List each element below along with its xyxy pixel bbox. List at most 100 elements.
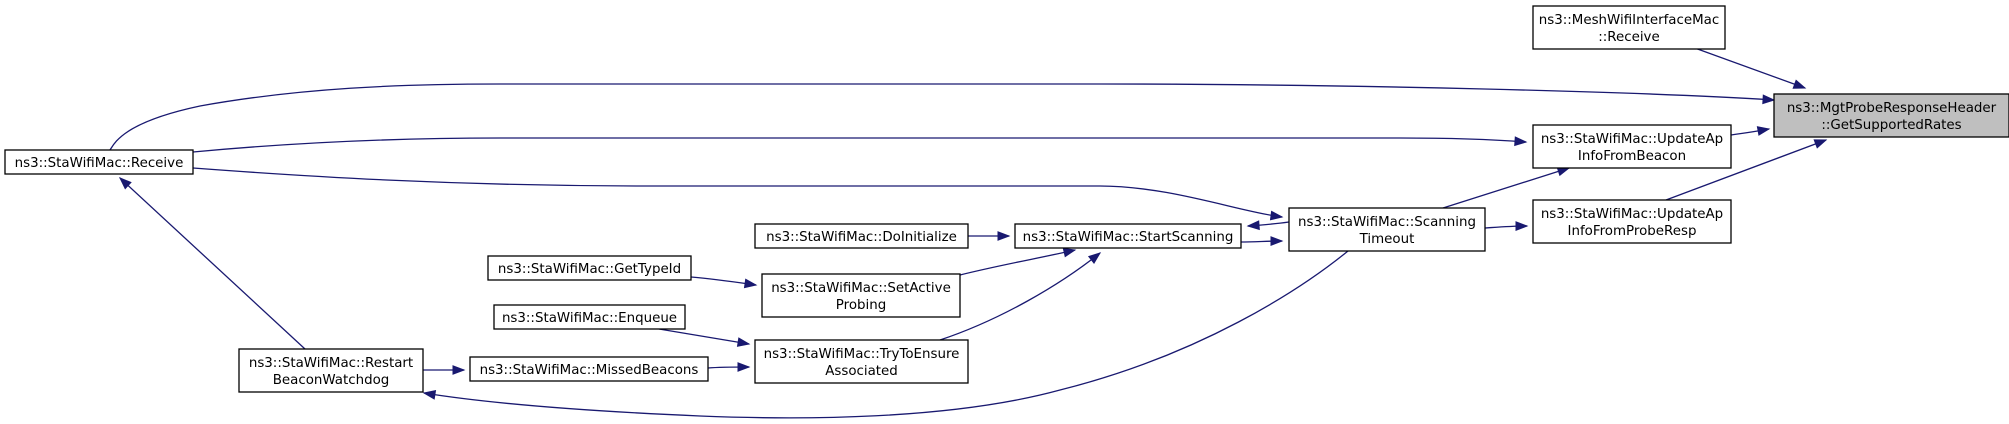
node-target[interactable]: ns3::MgtProbeResponseHeader::GetSupporte… (1773, 93, 2009, 138)
node-box (238, 348, 424, 393)
arrow-head (1792, 79, 1807, 89)
node-label: ns3::StaWifiMac::MissedBeacons (480, 363, 699, 378)
node-label: ::Receive (1598, 30, 1659, 45)
node-update-probe[interactable]: ns3::StaWifiMac::UpdateApInfoFromProbeRe… (1532, 199, 1732, 244)
node-box (1773, 93, 2009, 138)
edge-scan-timeout-to-restart-watchdog (422, 250, 1349, 419)
node-box (1014, 223, 1242, 249)
node-label: BeaconWatchdog (273, 373, 390, 388)
arrow-head (1269, 210, 1284, 221)
arrow-head (1514, 136, 1528, 147)
nodes-layer: ns3::MgtProbeResponseHeader::GetSupporte… (4, 5, 2009, 393)
node-label: ns3::StaWifiMac::GetTypeId (498, 262, 681, 277)
arrow-head (1762, 94, 1776, 105)
node-label: ns3::StaWifiMac::UpdateAp (1541, 207, 1723, 222)
arrow-head (997, 231, 1011, 241)
edge-line (109, 83, 1775, 151)
node-label: ns3::StaWifiMac::DoInitialize (766, 230, 957, 245)
arrow-head (1813, 139, 1828, 149)
edge-line (939, 252, 1101, 341)
node-box (1288, 207, 1486, 252)
node-box (1532, 199, 1732, 244)
edge-update-beacon-to-target (1730, 126, 1771, 136)
node-label: ns3::StaWifiMac::Enqueue (502, 311, 677, 326)
edges-layer (109, 46, 1828, 419)
node-sta-receive[interactable]: ns3::StaWifiMac::Receive (4, 149, 194, 175)
arrow-head (1062, 247, 1077, 258)
node-enqueue[interactable]: ns3::StaWifiMac::Enqueue (493, 304, 686, 330)
node-label: ns3::MeshWifiInterfaceMac (1539, 13, 1719, 28)
edge-line (423, 250, 1349, 419)
node-label: Associated (825, 364, 898, 379)
node-start-scanning[interactable]: ns3::StaWifiMac::StartScanning (1014, 223, 1242, 249)
arrow-head (452, 365, 466, 375)
node-box (754, 339, 969, 384)
node-get-typeid[interactable]: ns3::StaWifiMac::GetTypeId (487, 255, 692, 281)
edge-line (1665, 139, 1827, 201)
node-box (4, 149, 194, 175)
edge-line (119, 177, 306, 350)
edge-line (1691, 46, 1806, 89)
edge-sta-receive-to-scan-timeout (192, 167, 1284, 221)
arrow-head (737, 362, 751, 372)
node-label: ns3::StaWifiMac::UpdateAp (1541, 132, 1723, 147)
edge-line (192, 167, 1283, 218)
edge-set-active-to-start-scanning (959, 247, 1077, 276)
node-box (1532, 124, 1732, 169)
node-label: ::GetSupportedRates (1821, 118, 1961, 133)
edge-mesh-receive-to-target (1691, 46, 1807, 89)
node-label: ns3::StaWifiMac::SetActive (771, 281, 951, 296)
edge-do-initialize-to-start-scanning (968, 231, 1011, 241)
edge-sta-receive-to-update-beacon (192, 136, 1528, 153)
arrow-head (1246, 220, 1260, 231)
edge-restart-watchdog-to-missed-beacons (422, 365, 466, 375)
edge-scan-timeout-to-update-probe (1484, 221, 1529, 232)
node-label: ns3::StaWifiMac::Receive (15, 156, 184, 171)
node-label: Probing (836, 298, 886, 313)
arrow-head (1756, 126, 1771, 136)
arrow-head (1087, 252, 1102, 264)
edge-start-scanning-to-scan-timeout (1240, 236, 1284, 247)
arrow-head (743, 278, 758, 289)
edge-try-ensure-to-start-scanning (939, 252, 1102, 341)
edge-get-typeid-to-set-active (690, 276, 758, 289)
node-label: InfoFromBeacon (1578, 149, 1686, 164)
edge-line (1442, 167, 1570, 209)
node-label: ns3::MgtProbeResponseHeader (1787, 101, 1997, 116)
node-box (487, 255, 692, 281)
node-label: ns3::StaWifiMac::Scanning (1298, 215, 1476, 230)
node-missed-beacons[interactable]: ns3::StaWifiMac::MissedBeacons (469, 356, 709, 382)
arrow-head (422, 389, 437, 400)
edge-scan-timeout-to-start-scanning (1246, 220, 1290, 231)
node-mesh-receive[interactable]: ns3::MeshWifiInterfaceMac::Receive (1532, 5, 1726, 50)
node-do-initialize[interactable]: ns3::StaWifiMac::DoInitialize (754, 223, 969, 249)
edge-line (959, 249, 1076, 276)
node-box (754, 223, 969, 249)
node-label: InfoFromProbeResp (1568, 224, 1697, 239)
edge-enqueue-to-try-ensure (658, 328, 751, 347)
arrow-head (1270, 236, 1284, 247)
edge-line (192, 137, 1527, 153)
node-label: Timeout (1359, 232, 1415, 247)
edge-sta-receive-to-target (109, 83, 1776, 151)
node-box (1532, 5, 1726, 50)
edge-restart-watchdog-to-sta-receive (118, 177, 306, 350)
node-box (761, 273, 961, 318)
arrow-head (736, 337, 751, 347)
arrow-head (1515, 221, 1529, 232)
arrow-head (118, 177, 132, 190)
edge-missed-beacons-to-try-ensure (707, 362, 751, 372)
edge-line (658, 328, 750, 345)
node-label: ns3::StaWifiMac::Restart (249, 356, 413, 371)
edge-update-probe-to-target (1665, 139, 1828, 201)
node-label: ns3::StaWifiMac::StartScanning (1023, 230, 1234, 245)
node-box (493, 304, 686, 330)
node-box (469, 356, 709, 382)
node-label: ns3::StaWifiMac::TryToEnsure (764, 347, 960, 362)
